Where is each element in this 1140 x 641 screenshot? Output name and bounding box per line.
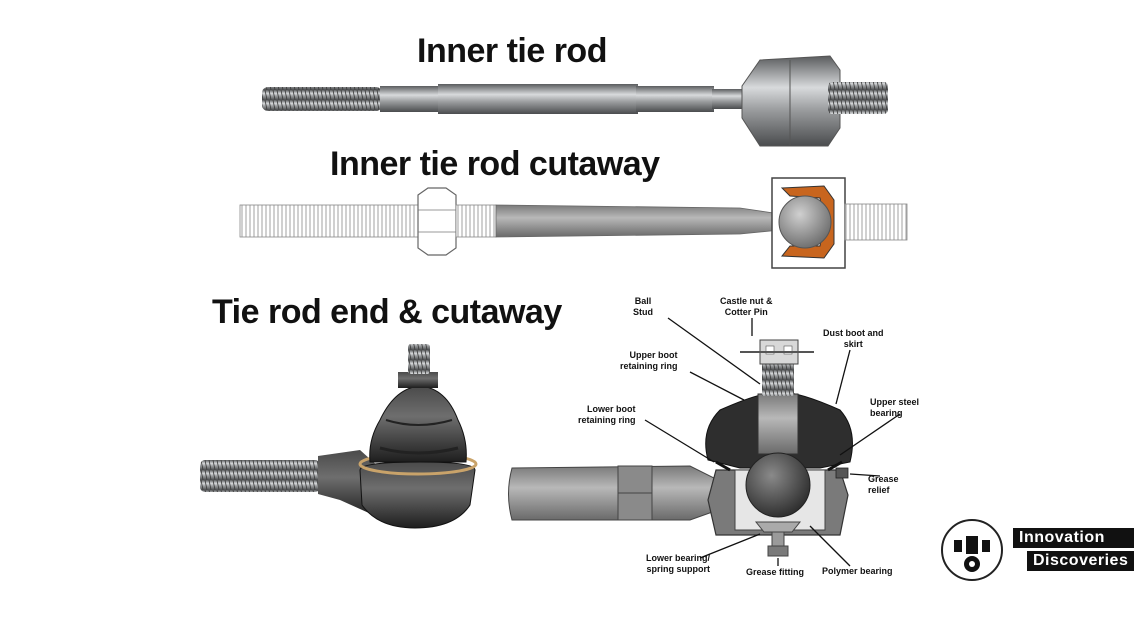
callout-lower-bearing-text: Lower bearing/ spring support bbox=[646, 553, 711, 574]
brand-line-1: Innovation bbox=[1013, 528, 1135, 548]
callout-grease-fitting: Grease fitting bbox=[746, 567, 804, 578]
tie-rod-end-image bbox=[200, 344, 478, 529]
callout-lower-boot-ring: Lower boot retaining ring bbox=[578, 404, 636, 426]
callout-lower-boot-ring-text: Lower boot retaining ring bbox=[578, 404, 636, 425]
callout-grease-fitting-text: Grease fitting bbox=[746, 567, 805, 577]
callout-upper-steel-bearing-text: Upper steel bearing bbox=[870, 397, 920, 418]
brand-logo-icon bbox=[941, 519, 1003, 581]
callout-lower-bearing: Lower bearing/ spring support bbox=[646, 553, 710, 575]
callout-upper-boot-ring-text: Upper boot retaining ring bbox=[620, 350, 678, 371]
callout-castle-nut: Castle nut & Cotter Pin bbox=[720, 296, 773, 318]
callout-leaders bbox=[644, 317, 901, 567]
title-tie-rod-end-cutaway: Tie rod end & cutaway bbox=[212, 293, 562, 331]
title-inner-tie-rod-cutaway: Inner tie rod cutaway bbox=[330, 145, 660, 183]
callout-castle-nut-text: Castle nut & Cotter Pin bbox=[720, 296, 773, 317]
callout-upper-steel-bearing: Upper steel bearing bbox=[870, 397, 919, 419]
brand-line-2: Discoveries bbox=[1027, 551, 1135, 571]
callout-grease-relief-text: Grease relief bbox=[868, 474, 899, 495]
inner-tie-rod-image bbox=[262, 55, 888, 147]
tie-rod-end-cutaway-diagram bbox=[508, 339, 853, 557]
callout-grease-relief: Grease relief bbox=[868, 474, 899, 496]
callout-polymer-bearing-text: Polymer bearing bbox=[822, 566, 893, 576]
title-inner-tie-rod: Inner tie rod bbox=[417, 32, 607, 70]
callout-ball-stud: Ball Stud bbox=[633, 296, 653, 318]
brand-wordmark: Innovation Discoveries bbox=[1013, 528, 1135, 574]
callout-dust-boot-text: Dust boot and skirt bbox=[823, 328, 884, 349]
callout-dust-boot: Dust boot and skirt bbox=[823, 328, 884, 350]
callout-polymer-bearing: Polymer bearing bbox=[822, 566, 893, 577]
callout-upper-boot-ring: Upper boot retaining ring bbox=[620, 350, 678, 372]
inner-tie-rod-cutaway-image bbox=[239, 177, 908, 269]
callout-ball-stud-text: Ball Stud bbox=[633, 296, 653, 317]
